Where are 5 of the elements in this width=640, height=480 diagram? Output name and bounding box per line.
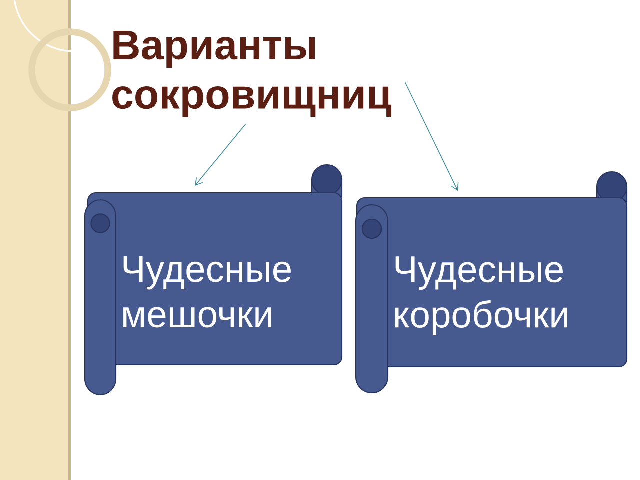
arrow xyxy=(195,124,246,186)
arrow xyxy=(404,82,459,191)
scroll-banner: Чудесные мешочки xyxy=(84,164,343,396)
title: Варианты сокровищниц xyxy=(112,30,392,118)
scroll-banner: Чудесные коробочки xyxy=(355,171,628,394)
